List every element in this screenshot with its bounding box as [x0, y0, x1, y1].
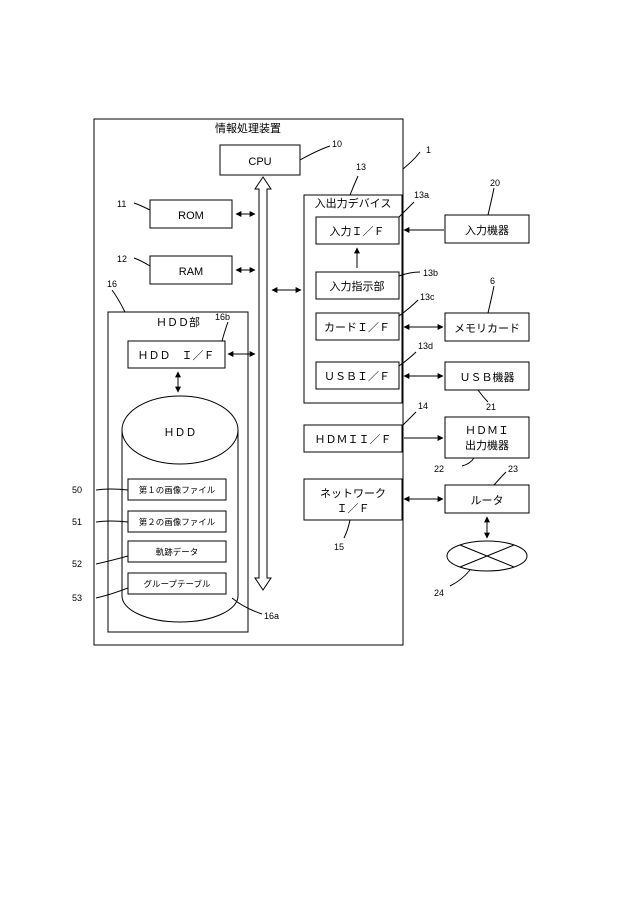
input-equipment-block: 入力機器 20 — [404, 178, 529, 243]
router-block: ルータ 23 — [404, 464, 529, 538]
input-indicator-ref: 13b — [423, 268, 438, 278]
memory-card-label: メモリカード — [454, 322, 520, 335]
file-ref: 50 — [72, 485, 82, 495]
card-if-ref: 13c — [420, 292, 435, 302]
card-if-label: カードＩ／Ｆ — [324, 321, 390, 334]
hdd-unit-title: ＨＤＤ部 — [156, 315, 200, 329]
hdd-if-label: ＨＤＤ Ｉ／Ｆ — [138, 349, 215, 362]
hdd-if-ref: 16b — [215, 312, 230, 322]
file-label: 第１の画像ファイル — [139, 485, 216, 495]
input-indicator-label: 入力指示部 — [330, 279, 385, 293]
ram-ref: 12 — [117, 254, 127, 264]
network-if-label-2: Ｉ／Ｆ — [337, 502, 370, 515]
cpu-label: CPU — [248, 156, 271, 168]
usb-if-label: ＵＳＢＩ／Ｆ — [324, 370, 390, 383]
rom-ref: 11 — [117, 199, 126, 209]
usb-equipment-ref: 21 — [486, 402, 496, 412]
memory-card-ref: 6 — [490, 276, 495, 286]
hdmi-if-ref: 14 — [418, 401, 428, 411]
file-label: 第２の画像ファイル — [139, 517, 216, 527]
input-equipment-label: 入力機器 — [465, 223, 509, 237]
file-ref: 53 — [72, 593, 82, 603]
file-label: グループテーブル — [144, 579, 211, 589]
hdmi-output-label-2: 出力機器 — [465, 438, 509, 452]
memory-card-block: メモリカード 6 — [404, 276, 529, 341]
hdd-label: ＨＤＤ — [164, 427, 197, 439]
hdd-ref: 16a — [264, 611, 279, 621]
network-symbol: 24 — [434, 541, 527, 598]
network-if-ref: 15 — [334, 542, 344, 552]
input-if-label: 入力Ｉ／Ｆ — [330, 225, 385, 238]
io-device-ref: 13 — [356, 162, 366, 172]
device-title: 情報処理装置 — [215, 122, 281, 135]
rom-label: ROM — [178, 210, 204, 222]
network-ref: 24 — [434, 588, 444, 598]
file-ref: 52 — [72, 559, 82, 569]
input-equipment-ref: 20 — [490, 178, 500, 188]
network-if-label-1: ネットワーク — [320, 487, 386, 500]
io-device-title: 入出力デバイス — [315, 196, 392, 210]
ram-label: RAM — [179, 266, 203, 278]
cpu-ref: 10 — [332, 139, 342, 149]
device-ref: 1 — [426, 145, 431, 155]
router-ref: 23 — [508, 464, 518, 474]
hdmi-output-ref: 22 — [434, 464, 444, 474]
hdd-unit-ref: 16 — [107, 279, 117, 289]
usb-equipment-label: ＵＳＢ機器 — [460, 370, 515, 384]
file-ref: 51 — [72, 517, 82, 527]
file-label: 軌跡データ — [156, 547, 199, 557]
hdmi-if-label: ＨＤＭＩＩ／Ｆ — [315, 433, 392, 446]
router-label: ルータ — [471, 494, 504, 507]
hdmi-output-label-1: ＨＤＭＩ — [465, 425, 509, 437]
io-device: 入出力デバイス 13 入力Ｉ／Ｆ 13a 入力指示部 13b カードＩ／Ｆ 13… — [304, 162, 438, 403]
usb-if-ref: 13d — [418, 341, 433, 351]
input-if-ref: 13a — [414, 190, 429, 200]
